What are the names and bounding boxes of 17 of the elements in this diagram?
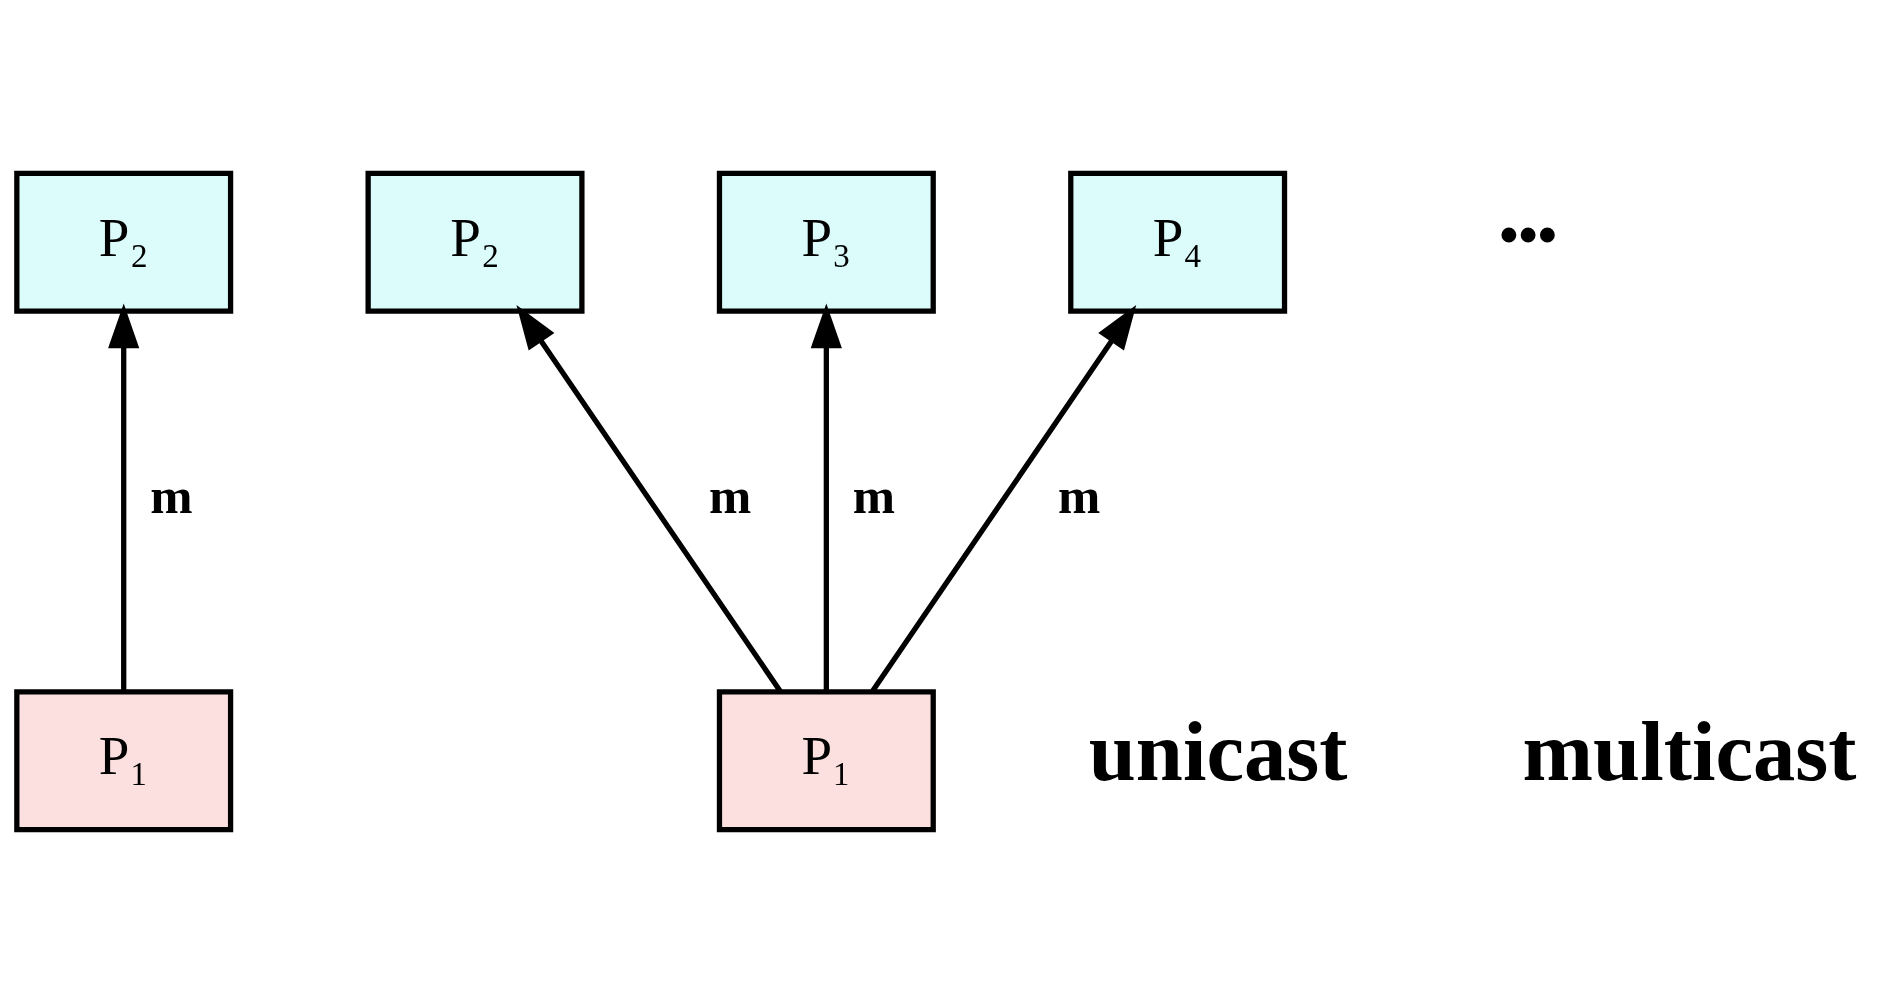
edge-label: m [150, 467, 193, 524]
node-box: P₁ [716, 689, 936, 833]
edge-label: m [852, 467, 896, 524]
arrow [870, 305, 1137, 693]
arrow [516, 305, 783, 693]
label: unicast [1088, 704, 1348, 798]
edge-label: m [1058, 467, 1101, 524]
node-box: P₄ [1068, 170, 1288, 314]
arrow [810, 303, 842, 692]
node-box: P₂ [14, 170, 234, 314]
label: multicast [1522, 704, 1857, 798]
node-box: P₃ [716, 170, 936, 314]
arrow [108, 303, 140, 692]
node-box: P₁ [14, 689, 234, 833]
label: ••• [1499, 204, 1558, 266]
node-box: P₂ [365, 170, 585, 314]
edge-label: m [708, 467, 752, 524]
